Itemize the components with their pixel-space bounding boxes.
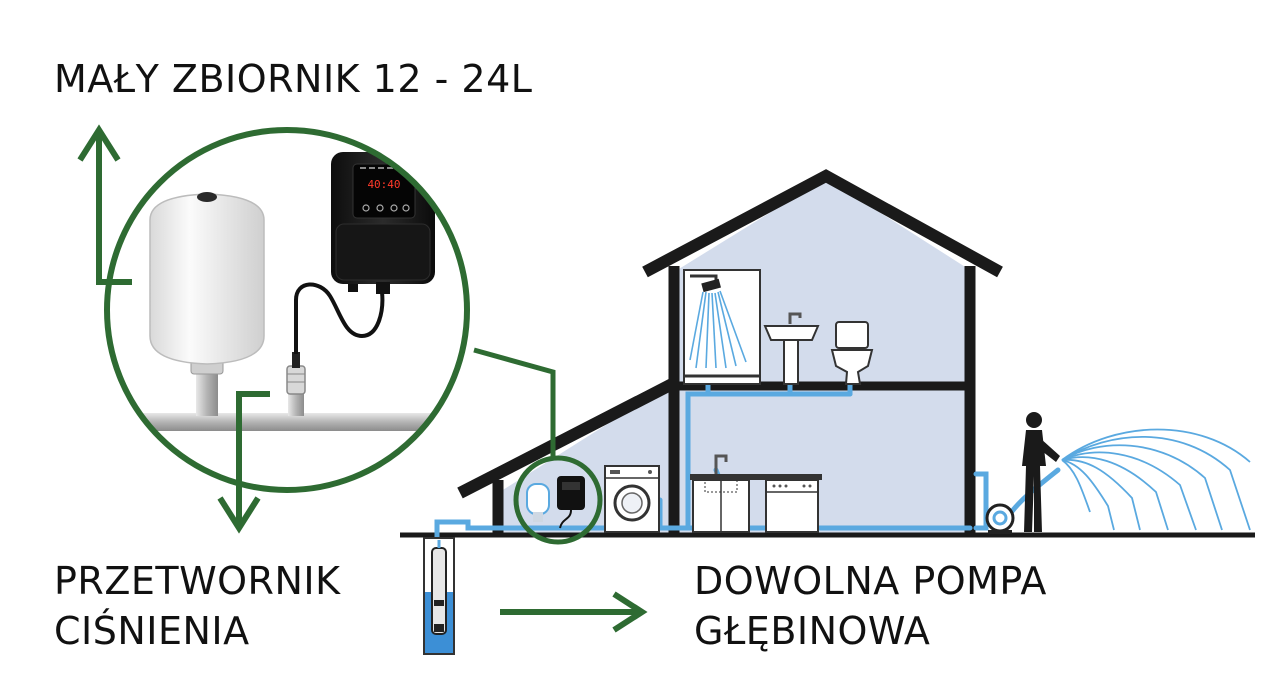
deep-well-pump-icon [431,547,447,635]
water-spray [1061,428,1251,531]
house-equipment [526,476,585,529]
main-roof [642,169,1003,278]
pump-label-line2: GŁĘBINOWA [694,609,931,653]
pressure-controller-icon [331,152,435,294]
arrow-to-transducer [217,391,270,534]
arrow-to-pump [500,591,648,633]
pump-label-line1: DOWOLNA POMPA [694,559,1047,603]
zoom-detail [110,152,467,431]
transducer-label-line2: CIŚNIENIA [54,609,250,653]
transducer-label-line1: PRZETWORNIK [54,559,341,603]
pump-label: DOWOLNA POMPA GŁĘBINOWA [694,556,1047,656]
sensor-cable [294,282,385,354]
tank-label: MAŁY ZBIORNIK 12 - 24L [54,54,532,104]
zoom-source-circle [513,455,603,545]
deep-well [423,537,455,655]
pressure-tank-icon [149,192,265,365]
bathroom [683,269,874,385]
faucet-icon [714,454,728,474]
controller-display: 40:40 [367,178,400,191]
pressure-sensor-icon [286,352,306,395]
annex-roof [457,376,679,499]
gardener-silhouette [1022,412,1060,532]
house [400,169,1255,538]
arrow-to-tank [77,124,132,285]
zoom-circle [104,127,470,493]
zoom-connector [473,347,556,458]
tank-label-text: MAŁY ZBIORNIK 12 - 24L [54,57,533,101]
kitchen-counter-top [690,474,822,480]
hose-reel-icon [985,503,1015,534]
dishwasher-icon [765,479,819,533]
shower-head-icon [690,274,721,293]
toilet-icon [830,321,874,385]
kitchen [604,454,822,533]
washing-machine-icon [604,465,660,533]
sink-icon [763,312,820,385]
kitchen-cabinet [692,479,750,533]
transducer-label: PRZETWORNIK CIŚNIENIA [54,556,341,656]
